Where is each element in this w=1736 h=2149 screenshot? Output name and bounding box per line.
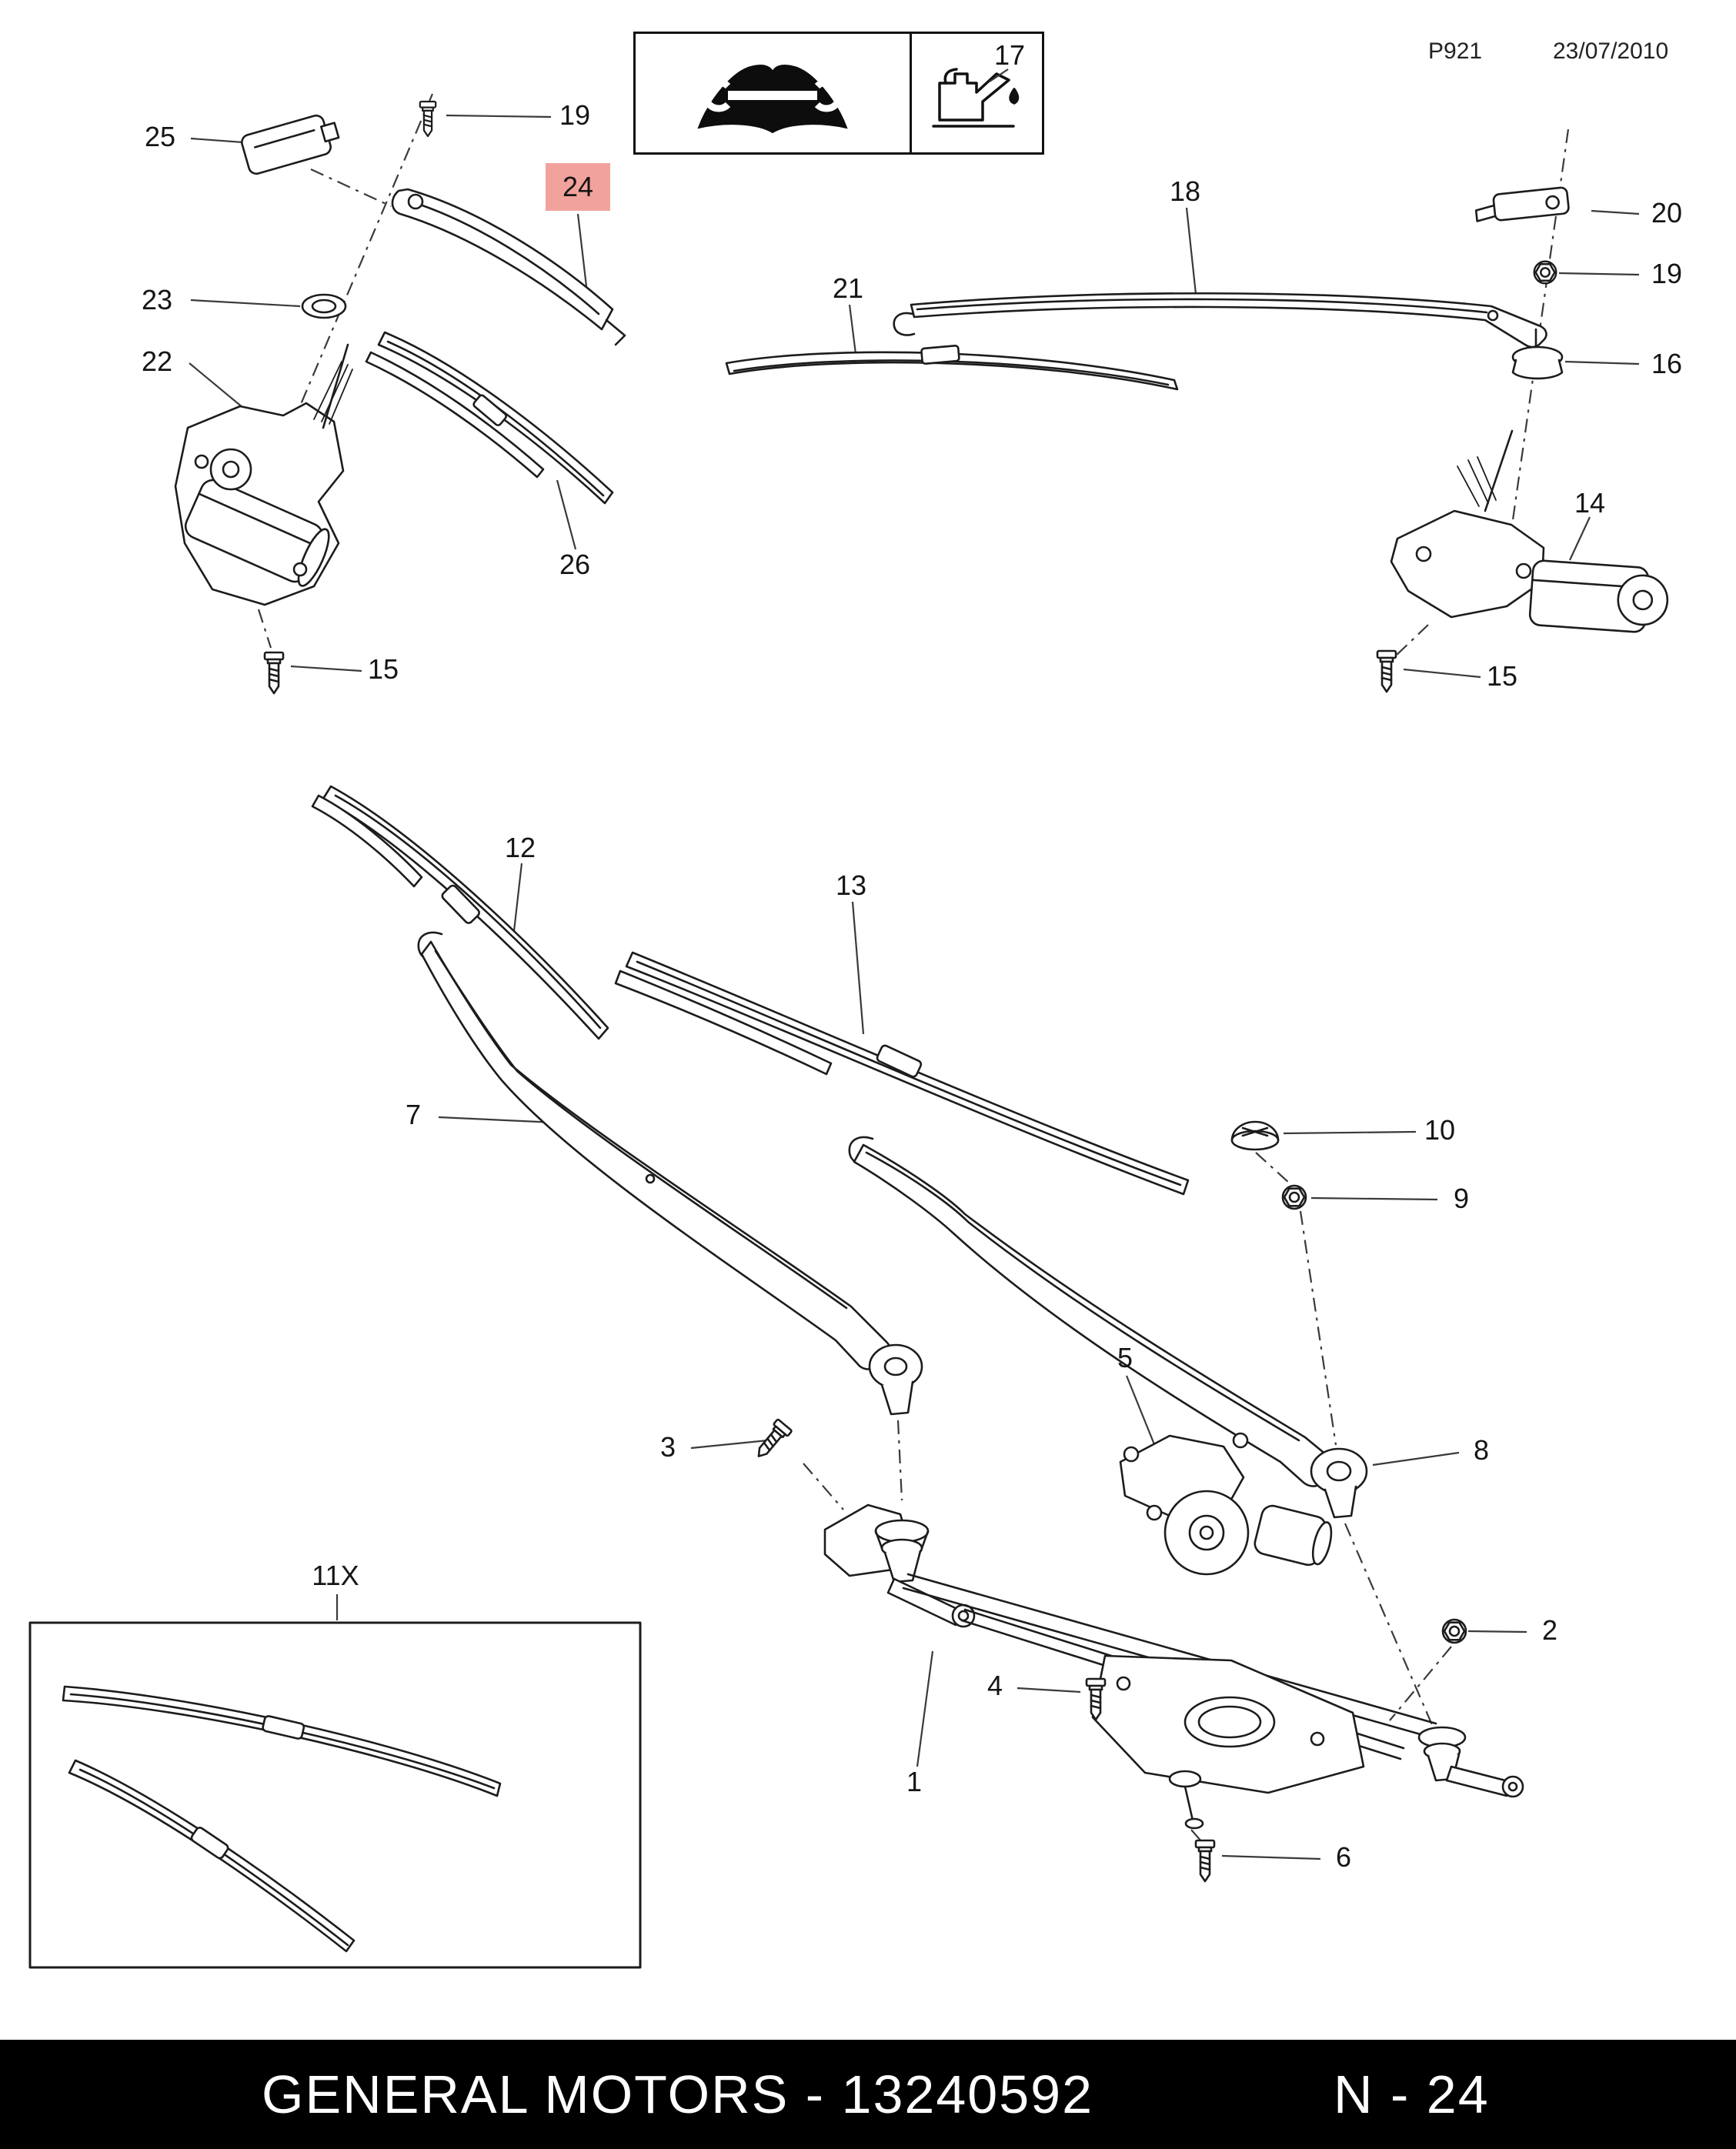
footer-page-ref: N - 24 xyxy=(1334,2064,1490,2124)
callout-5[interactable]: 5 xyxy=(1117,1342,1133,1373)
callout-11x[interactable]: 11X xyxy=(312,1560,359,1591)
callout-16[interactable]: 16 xyxy=(1651,348,1683,379)
callout-25[interactable]: 25 xyxy=(144,121,176,152)
book-wrench-icon xyxy=(697,65,848,134)
legend-cell-oil xyxy=(912,34,1044,152)
part-6-screw xyxy=(1194,1839,1216,1883)
doc-code: P921 xyxy=(1428,38,1483,64)
part-26-rear-wiper-blade xyxy=(365,331,614,505)
footer-bar: GENERAL MOTORS - 13240592 N - 24 xyxy=(0,2040,1736,2149)
part-13-wiper-blade xyxy=(614,951,1190,1196)
footer-brand-part-number: GENERAL MOTORS - 13240592 xyxy=(262,2064,1093,2124)
part-5-wiper-motor xyxy=(1119,1432,1333,1576)
part-21-wiper-blade xyxy=(725,344,1179,391)
part-19-bolt-left xyxy=(419,100,437,138)
part-18-wiper-arm-right xyxy=(893,292,1547,349)
part-25-pivot-cover xyxy=(241,114,340,175)
part-15-screw-left xyxy=(263,651,285,695)
part-1-wiper-linkage xyxy=(823,1503,1524,1830)
part-14-wiper-motor-right xyxy=(1390,429,1669,633)
callout-13[interactable]: 13 xyxy=(835,869,867,901)
legend-cell-manual xyxy=(636,34,912,152)
callout-10[interactable]: 10 xyxy=(1424,1114,1456,1146)
callout-24-highlighted[interactable]: 24 xyxy=(545,163,611,211)
callout-22[interactable]: 22 xyxy=(141,345,173,377)
callout-23[interactable]: 23 xyxy=(141,284,173,315)
part-12-wiper-blade xyxy=(311,785,609,1040)
callout-1[interactable]: 1 xyxy=(906,1766,923,1797)
part-22-rear-wiper-motor xyxy=(174,343,353,606)
callout-15-left[interactable]: 15 xyxy=(367,653,399,685)
part-15-screw-right xyxy=(1376,649,1397,693)
callout-19-right[interactable]: 19 xyxy=(1651,258,1683,289)
part-7-wiper-arm-left xyxy=(417,931,923,1416)
callout-4[interactable]: 4 xyxy=(987,1670,1003,1701)
part-9-pivot-nut xyxy=(1281,1184,1307,1210)
part-20-arm-head xyxy=(1474,186,1570,222)
callout-6[interactable]: 6 xyxy=(1335,1841,1352,1873)
part-23-pivot-grommet xyxy=(301,293,347,319)
doc-date: 23/07/2010 xyxy=(1553,38,1669,64)
callout-8[interactable]: 8 xyxy=(1473,1434,1490,1466)
callout-12[interactable]: 12 xyxy=(504,832,536,863)
callout-21[interactable]: 21 xyxy=(832,272,864,304)
callout-26[interactable]: 26 xyxy=(559,549,591,580)
oil-can-icon xyxy=(932,68,1020,128)
part-10-pivot-cap xyxy=(1230,1120,1280,1151)
part-11x-blade-kit xyxy=(28,1621,642,1969)
callout-18[interactable]: 18 xyxy=(1169,175,1201,207)
callout-19-left[interactable]: 19 xyxy=(559,99,591,131)
callout-9[interactable]: 9 xyxy=(1453,1183,1470,1214)
part-24-rear-wiper-arm xyxy=(391,188,626,346)
callout-15-right[interactable]: 15 xyxy=(1486,660,1518,692)
legend-box xyxy=(633,32,1044,155)
callout-17[interactable]: 17 xyxy=(993,39,1026,71)
callout-2[interactable]: 2 xyxy=(1541,1614,1558,1646)
callout-20[interactable]: 20 xyxy=(1651,197,1683,229)
callout-14[interactable]: 14 xyxy=(1574,487,1606,519)
part-19-nut-right xyxy=(1533,260,1557,285)
part-2-nut xyxy=(1441,1618,1467,1644)
part-8-wiper-arm-right xyxy=(848,1136,1368,1519)
callout-7[interactable]: 7 xyxy=(405,1099,422,1130)
part-16-pivot-grommet-right xyxy=(1511,328,1564,380)
callout-3[interactable]: 3 xyxy=(659,1431,676,1463)
